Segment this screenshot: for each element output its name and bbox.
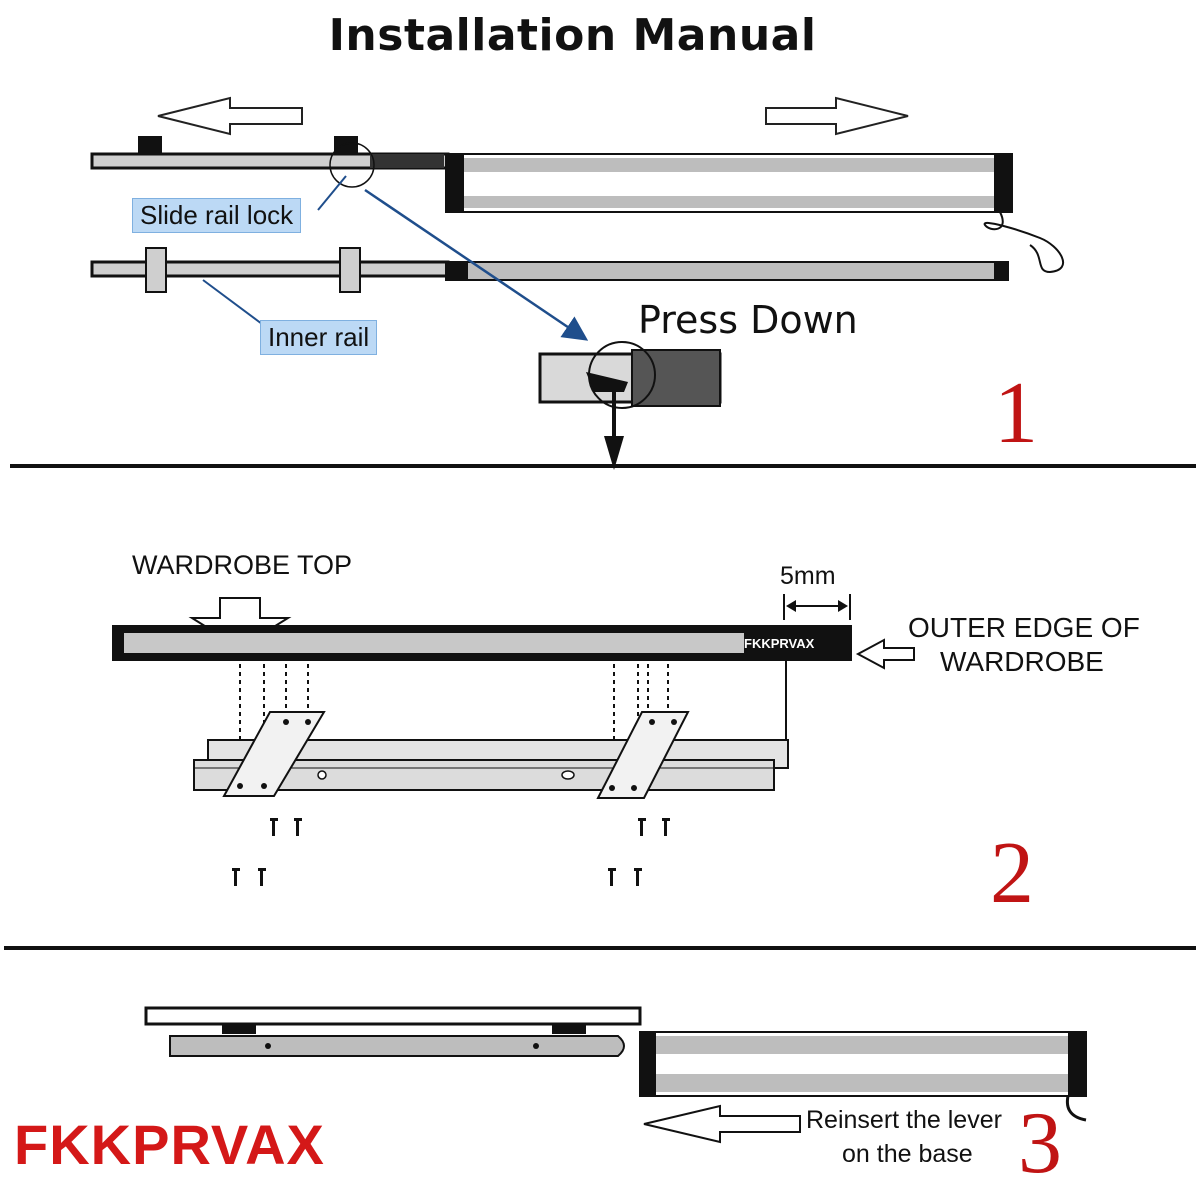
press-down-label: Press Down [638, 298, 858, 342]
wardrobe-top-panel [112, 625, 852, 661]
reinsert-label-line2: on the base [842, 1140, 973, 1168]
press-down-detail [538, 341, 722, 470]
step-number-2: 2 [990, 825, 1034, 922]
door-profile [445, 153, 1064, 274]
inner-rail [90, 247, 1009, 293]
outer-edge-label-line1: OUTER EDGE OF [908, 612, 1140, 643]
wardrobe-panel-side [144, 1006, 642, 1057]
mounting-bracket-left [222, 711, 326, 797]
down-arrow-icon [604, 436, 624, 470]
slide-rail-lock-label: Slide rail lock [132, 198, 302, 233]
outer-edge-arrow-icon [855, 638, 915, 670]
gap-5mm-label: 5mm [780, 562, 836, 590]
mounting-bracket-right [596, 711, 690, 799]
door-profile-side [639, 1031, 1087, 1122]
step-number-1: 1 [994, 365, 1038, 462]
step-number-3: 3 [1018, 1095, 1062, 1192]
right-direction-arrow-icon [765, 96, 909, 136]
screws [232, 818, 670, 886]
page-title: Installation Manual [328, 10, 817, 61]
gap-dimension [783, 594, 851, 620]
left-direction-arrow-icon [157, 96, 303, 136]
inner-rail-label: Inner rail [260, 320, 378, 355]
brand-logo: FKKPRVAX [14, 1113, 325, 1176]
rail-marking-text: FKKPRVAX [744, 636, 815, 651]
wardrobe-top-label: WARDROBE TOP [132, 550, 353, 580]
reinsert-arrow-icon [643, 1104, 801, 1144]
outer-edge-label-line2: WARDROBE [940, 646, 1104, 677]
reinsert-label-line1: Reinsert the lever [806, 1106, 1002, 1134]
top-track [90, 136, 450, 188]
